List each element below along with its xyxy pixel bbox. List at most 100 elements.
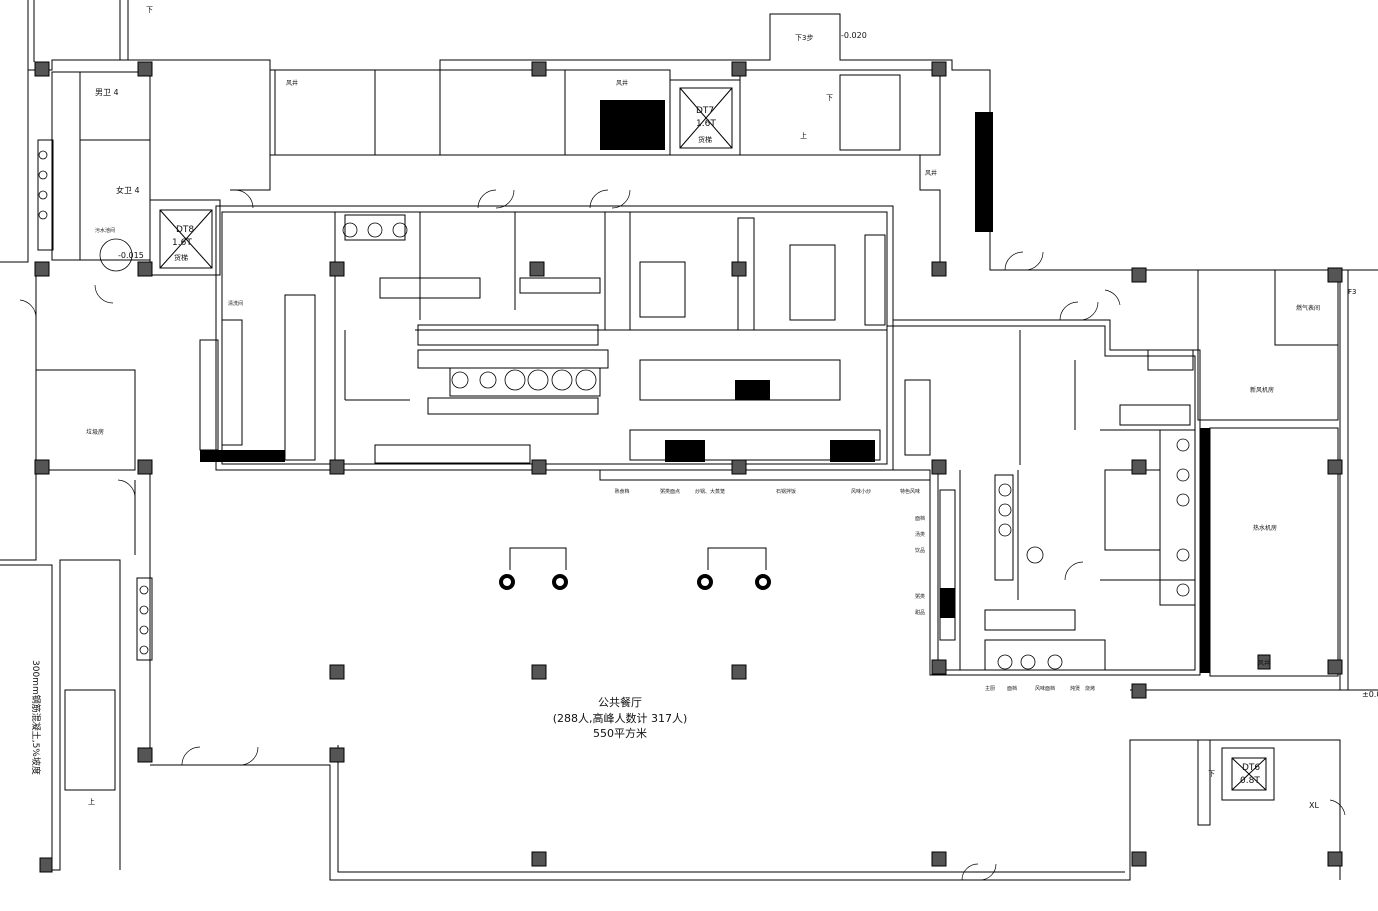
column bbox=[531, 459, 547, 475]
ramp-note: 300mm钢筋混凝土,5%坡度 bbox=[30, 660, 42, 775]
elevator-dt7-note: 货梯 bbox=[698, 135, 712, 144]
stair-note: 上 bbox=[800, 131, 807, 140]
room-wall bbox=[1209, 427, 1339, 677]
elevator-dt7-load: 1.6T bbox=[696, 119, 716, 129]
room-garbage: 垃圾房 bbox=[86, 428, 104, 436]
level-mark-left: -0.015 bbox=[118, 251, 144, 260]
column bbox=[34, 61, 50, 77]
column bbox=[1327, 659, 1343, 675]
column bbox=[529, 261, 545, 277]
column bbox=[731, 261, 747, 277]
column bbox=[137, 261, 153, 277]
outer-wall bbox=[150, 689, 1378, 881]
room-fresh-air: 新风机房 bbox=[1250, 386, 1274, 394]
elevator-dt8-id: DT8 bbox=[176, 225, 194, 235]
column bbox=[137, 747, 153, 763]
elevator-dt6-id: DT6 bbox=[1242, 763, 1260, 773]
room-female-toilet: 女卫 4 bbox=[116, 185, 140, 195]
column bbox=[931, 851, 947, 867]
column bbox=[931, 459, 947, 475]
counter-label: 风味小炒 bbox=[851, 488, 871, 495]
counter-label: 粥类面点 bbox=[660, 488, 680, 495]
room-wall bbox=[1274, 269, 1339, 346]
right-kitchen-wall bbox=[887, 325, 1196, 671]
bottom-label: 面档 bbox=[1007, 685, 1017, 692]
side-counter-label: 饮品 bbox=[915, 547, 925, 554]
column bbox=[931, 659, 947, 675]
side-counter-label: 甜品 bbox=[915, 609, 925, 616]
hall-area: 550平方米 bbox=[593, 726, 647, 740]
column bbox=[329, 664, 345, 680]
level-mark-right: ±0.0 bbox=[1362, 690, 1378, 699]
column bbox=[1327, 459, 1343, 475]
stair-top bbox=[839, 74, 901, 151]
stair-note: 下 bbox=[826, 94, 833, 102]
shaft-room: 风井 bbox=[286, 79, 298, 87]
shaft-room: 风井 bbox=[616, 79, 628, 87]
column bbox=[39, 857, 53, 873]
bottom-label: 风味面档 bbox=[1035, 685, 1055, 692]
right-kitchen-wall bbox=[893, 319, 1201, 676]
column bbox=[931, 61, 947, 77]
side-counter-label: 粥类 bbox=[915, 593, 925, 600]
shaft-room: 风井 bbox=[1258, 659, 1270, 667]
side-counter-label: 面档 bbox=[915, 515, 925, 522]
bottom-label: 炖煲 bbox=[1070, 685, 1080, 692]
column bbox=[731, 459, 747, 475]
column bbox=[34, 261, 50, 277]
room-mop: 污水池间 bbox=[95, 227, 115, 234]
column bbox=[1131, 459, 1147, 475]
bottom-label: 烧烤 bbox=[1085, 685, 1095, 692]
column bbox=[531, 851, 547, 867]
elevator-dt6-load: 0.8T bbox=[1240, 776, 1260, 786]
room-gas-meter: 燃气表间 bbox=[1296, 304, 1320, 312]
side-counter-label: 汤类 bbox=[915, 531, 925, 538]
stair-note: 下 bbox=[146, 6, 153, 14]
stair-note: 下3步 bbox=[795, 34, 813, 42]
column bbox=[1131, 683, 1147, 699]
level-mark-top: -0.020 bbox=[841, 31, 867, 40]
outer-wall bbox=[33, 0, 129, 62]
stair-note: F3 bbox=[1348, 288, 1356, 296]
stair-note: 上 bbox=[88, 797, 95, 806]
elevator-dt7-id: DT7 bbox=[696, 106, 714, 116]
column bbox=[731, 61, 747, 77]
column bbox=[1131, 267, 1147, 283]
column bbox=[329, 261, 345, 277]
counter-label: 炒锅、大蒸笼 bbox=[695, 488, 725, 495]
room-hot-water: 热水机房 bbox=[1253, 524, 1277, 532]
column bbox=[931, 261, 947, 277]
kitchen-wall bbox=[215, 205, 894, 471]
kitchen-wall bbox=[221, 211, 888, 465]
shaft-room: 风井 bbox=[925, 169, 937, 177]
column bbox=[329, 459, 345, 475]
elevator-dt8-note: 货梯 bbox=[174, 253, 188, 262]
column bbox=[731, 664, 747, 680]
column bbox=[34, 459, 50, 475]
serving-counter bbox=[599, 469, 931, 481]
stair-note: XL bbox=[1309, 801, 1319, 810]
counter-label: 熟食档 bbox=[614, 488, 629, 495]
counter-label: 特色风味 bbox=[900, 488, 920, 495]
stair-note: 下 bbox=[1208, 770, 1215, 778]
column bbox=[1131, 851, 1147, 867]
outer-wall bbox=[337, 270, 1349, 873]
elevator-dt8-shaft bbox=[149, 199, 221, 276]
column bbox=[1327, 851, 1343, 867]
outer-wall bbox=[0, 70, 121, 871]
column bbox=[1257, 654, 1271, 670]
column bbox=[137, 61, 153, 77]
room-wash: 清洗间 bbox=[228, 300, 243, 307]
counter-label: 石锅拌饭 bbox=[776, 488, 796, 495]
hall-capacity: (288人,高峰人数计 317人) bbox=[553, 711, 688, 725]
column bbox=[329, 747, 345, 763]
elevator-dt8-load: 1.6T bbox=[172, 238, 192, 248]
column bbox=[137, 459, 153, 475]
column bbox=[1327, 267, 1343, 283]
room-male-toilet: 男卫 4 bbox=[95, 88, 119, 97]
outer-wall bbox=[36, 369, 136, 471]
outer-wall bbox=[134, 470, 151, 760]
service-wall bbox=[439, 69, 566, 156]
hall-title: 公共餐厅 bbox=[598, 695, 642, 709]
